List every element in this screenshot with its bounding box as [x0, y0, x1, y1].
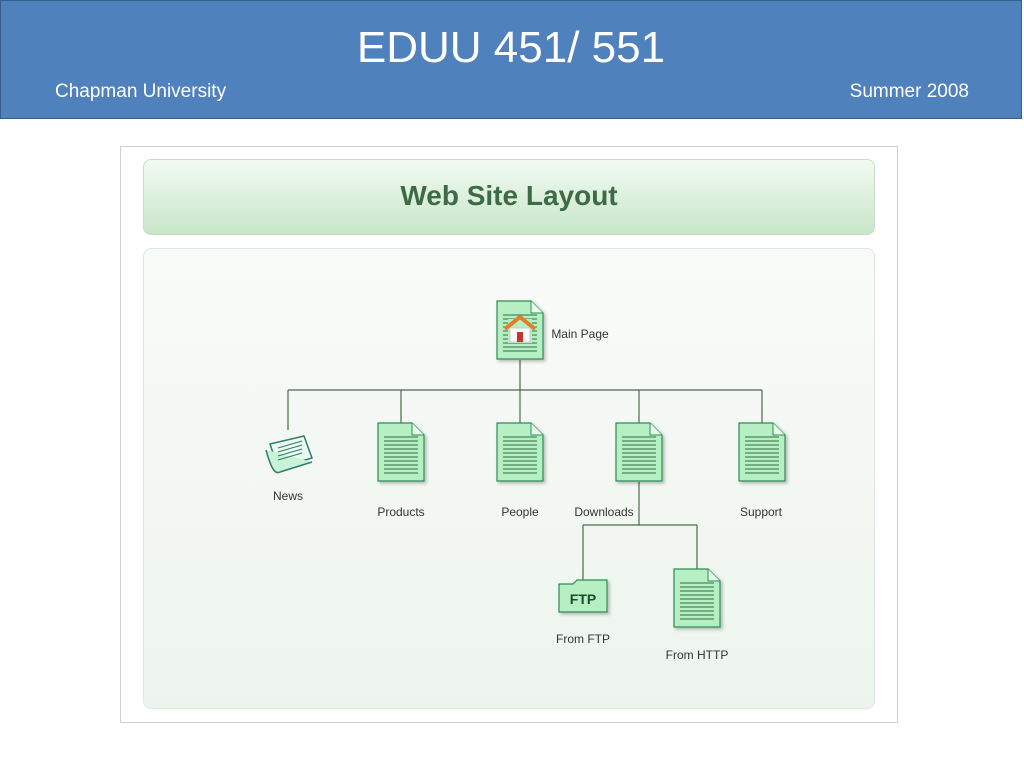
term-label: Summer 2008 — [849, 81, 969, 102]
newspaper-roll — [265, 449, 313, 474]
slide-header: EDUU 451/ 551 Chapman University Summer … — [0, 0, 1022, 119]
folder-shape — [558, 579, 608, 613]
document-fold — [411, 423, 424, 436]
home-roof — [503, 315, 537, 331]
node-label-main: Main Page — [551, 327, 609, 341]
document-icon — [738, 422, 786, 482]
document-fold — [530, 423, 543, 436]
document-icon — [496, 422, 544, 482]
newspaper-text-line — [277, 440, 303, 449]
node-label-http: From HTTP — [665, 648, 729, 662]
newspaper-text-line — [277, 452, 303, 461]
node-label-news: News — [272, 489, 304, 503]
document-icon — [615, 422, 663, 482]
newspaper-text-line — [277, 448, 303, 457]
document-fold — [707, 569, 720, 582]
node-label-downloads: Downloads — [574, 505, 634, 519]
newspaper-text-line — [277, 444, 303, 453]
diagram-banner: Web Site Layout — [143, 159, 875, 235]
connector-lines — [287, 360, 763, 580]
newspaper-icon — [265, 435, 313, 474]
home-door — [517, 332, 523, 342]
ftp-folder-text: FTP — [570, 591, 596, 607]
slide-title: EDUU 451/ 551 — [356, 23, 666, 72]
document-fold — [649, 423, 662, 436]
document-icon — [673, 568, 721, 628]
home-document-icon — [496, 300, 544, 360]
node-label-support: Support — [739, 505, 783, 519]
document-icon — [377, 422, 425, 482]
node-label-ftp: From FTP — [556, 632, 610, 646]
diagram-title: Web Site Layout — [400, 180, 618, 211]
node-label-people: People — [501, 505, 539, 519]
ftp-folder-icon: FTP — [558, 579, 608, 613]
document-fold — [772, 423, 785, 436]
institution-label: Chapman University — [55, 81, 227, 102]
node-label-products: Products — [377, 505, 425, 519]
document-fold — [530, 301, 543, 314]
